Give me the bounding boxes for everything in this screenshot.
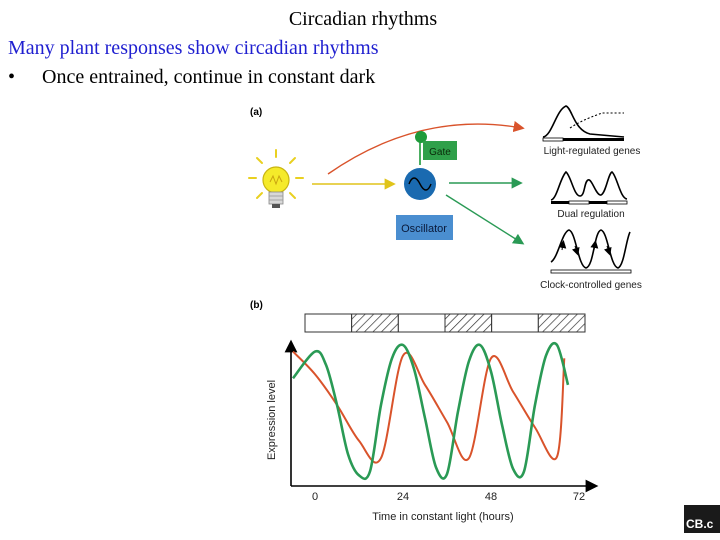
dual-regulation-plot (550, 170, 628, 205)
bullet-text: Once entrained, continue in constant dar… (42, 66, 376, 88)
y-axis-label: Expression level (266, 380, 278, 460)
light-bulb-icon (248, 149, 304, 208)
bar-segment-subjective-night (537, 313, 586, 333)
light-regulated-label: Light-regulated genes (544, 146, 641, 157)
oscillator-label: Oscillator (401, 223, 447, 235)
publisher-logo-text: CB.c (686, 517, 714, 531)
clock-controlled-label: Clock-controlled genes (540, 280, 642, 291)
bar-segment-light (304, 313, 353, 333)
panel-a-label: (a) (250, 107, 262, 118)
x-tick-label: 48 (485, 491, 497, 503)
bullet-item: • Once entrained, continue in constant da… (8, 66, 375, 89)
bar-segment-subjective-night (351, 313, 399, 333)
bar-segment-subjective-night (444, 313, 493, 333)
expression-curves (291, 341, 570, 481)
clock-controlled-plot (550, 229, 632, 274)
gate-box (423, 141, 457, 160)
slide-subtitle: Many plant responses show circadian rhyt… (8, 37, 379, 59)
bar-segment-light (397, 313, 446, 333)
bar-segment-light (491, 313, 539, 333)
x-tick-label: 72 (573, 491, 585, 503)
x-tick-label: 0 (312, 491, 318, 503)
panel-b-label: (b) (250, 300, 263, 311)
slide-title: Circadian rhythms (288, 8, 438, 30)
gate-pivot-icon (415, 131, 427, 143)
dual-regulation-label: Dual regulation (557, 209, 624, 220)
gate-label: Gate (429, 147, 451, 158)
light-to-genes-arrow (327, 121, 525, 175)
x-axis-label: Time in constant light (hours) (372, 511, 513, 523)
orange-expression-line (292, 350, 566, 464)
light-regulated-plot (542, 105, 625, 142)
light-dark-bar (304, 313, 586, 333)
green-expression-line (291, 341, 570, 481)
oscillator-box (396, 215, 453, 240)
publisher-logo (684, 505, 720, 533)
x-tick-labels: 0 24 48 72 (312, 491, 585, 503)
x-tick-label: 24 (397, 491, 409, 503)
oscillator-to-clock-genes-arrow (445, 194, 525, 245)
bullet-marker: • (8, 66, 16, 88)
